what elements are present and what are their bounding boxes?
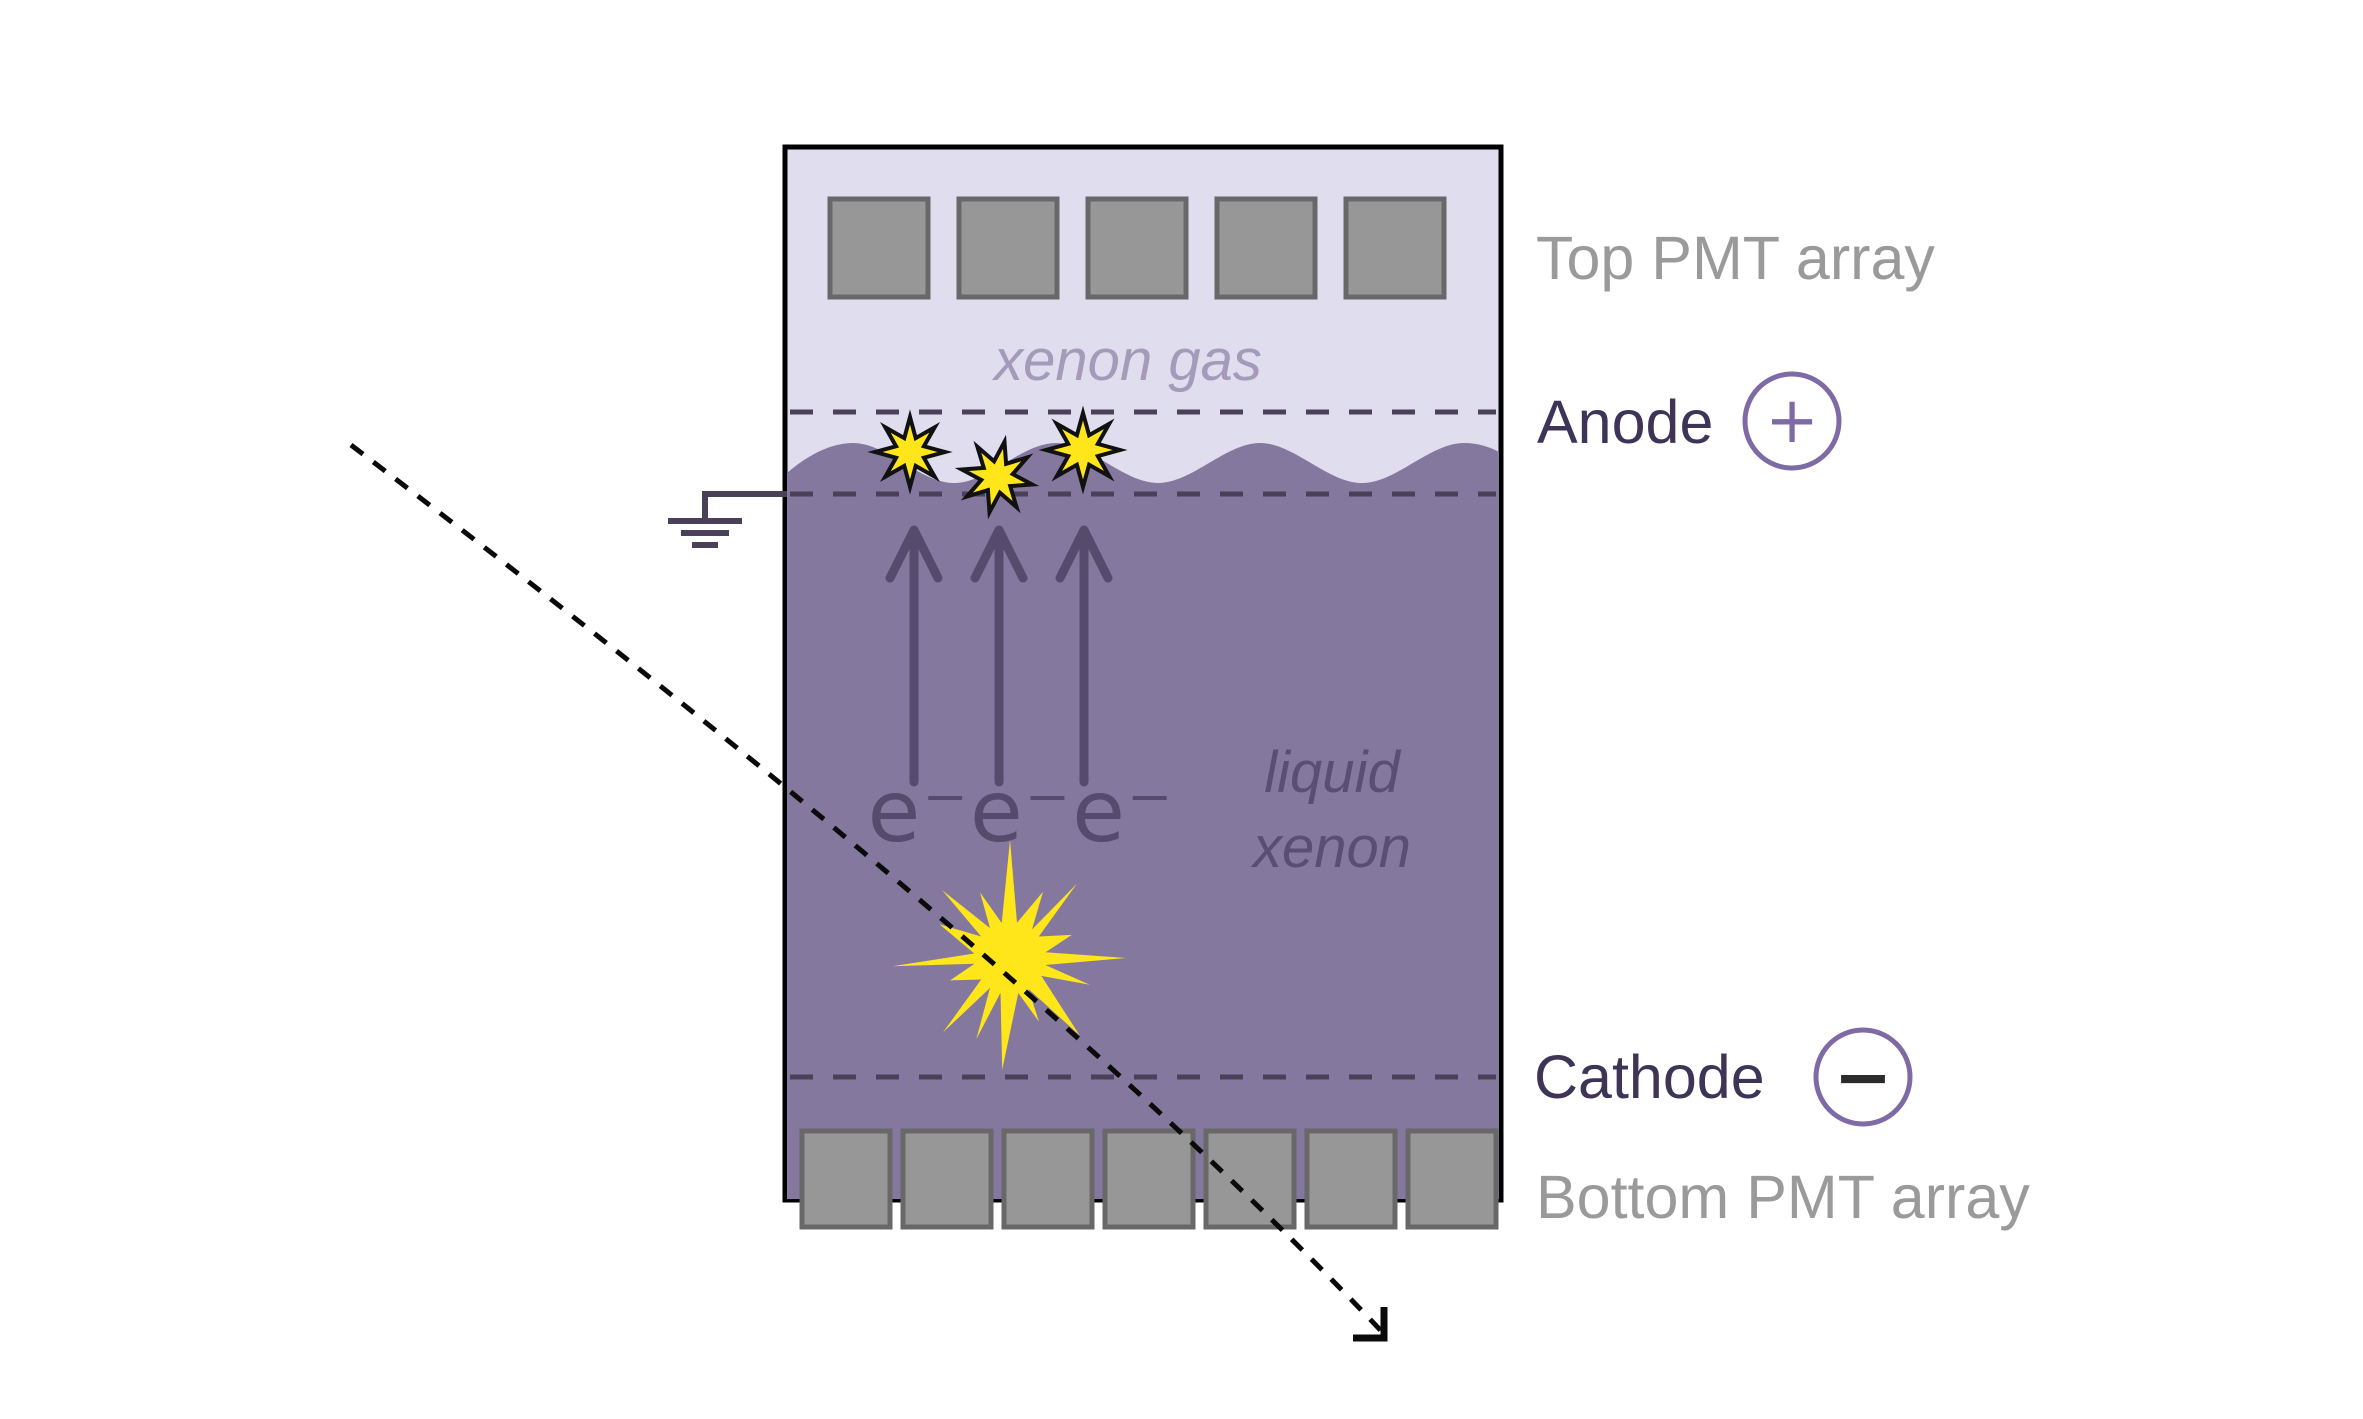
s2-flash-icon [954,434,1040,520]
s2-flash-icon [867,409,953,495]
liquid-xenon-label-line1: liquid [1264,740,1400,805]
electrons-label: e⁻e⁻e⁻ [867,762,1175,862]
drift-arrow-icon [885,525,943,787]
drift-arrows [885,525,1113,787]
pmt-tube [956,196,1060,300]
drift-arrow-icon [970,525,1028,787]
drift-arrow-icon [1055,525,1113,787]
pmt-tube [827,196,931,300]
pmt-tube [1343,196,1447,300]
liquid-xenon-label-line2: xenon [1252,815,1412,880]
pmt-tube [1304,1128,1398,1230]
top-pmt-label: Top PMT array [1536,224,1935,292]
minus-icon: − [1834,1036,1893,1118]
pmt-tube [1001,1128,1095,1230]
pmt-tube [1102,1128,1196,1230]
pmt-tube [799,1128,893,1230]
pmt-tube [1203,1128,1297,1230]
s2-flash-icon [1038,405,1128,495]
bottom-pmt-array [799,1128,1499,1230]
bottom-pmt-label: Bottom PMT array [1536,1163,2030,1231]
ground-icon [668,491,787,548]
xenon-gas-label: xenon gas [994,328,1262,393]
pmt-tube [1214,196,1318,300]
pmt-tube [1405,1128,1499,1230]
cathode-label: Cathode [1534,1043,1765,1111]
pmt-tube [900,1128,994,1230]
liquid-xenon-label: liquid xenon [1253,735,1411,885]
cathode-polarity-badge [1813,1027,1913,1127]
anode-label: Anode [1537,388,1714,456]
s1-flash-icon [892,840,1126,1070]
particle-track [349,443,1387,1337]
plus-icon: + [1765,384,1819,458]
top-pmt-array [827,196,1447,300]
anode-polarity-badge [1742,371,1842,471]
pmt-tube [1085,196,1189,300]
track-arrowhead-icon [1353,1307,1388,1342]
